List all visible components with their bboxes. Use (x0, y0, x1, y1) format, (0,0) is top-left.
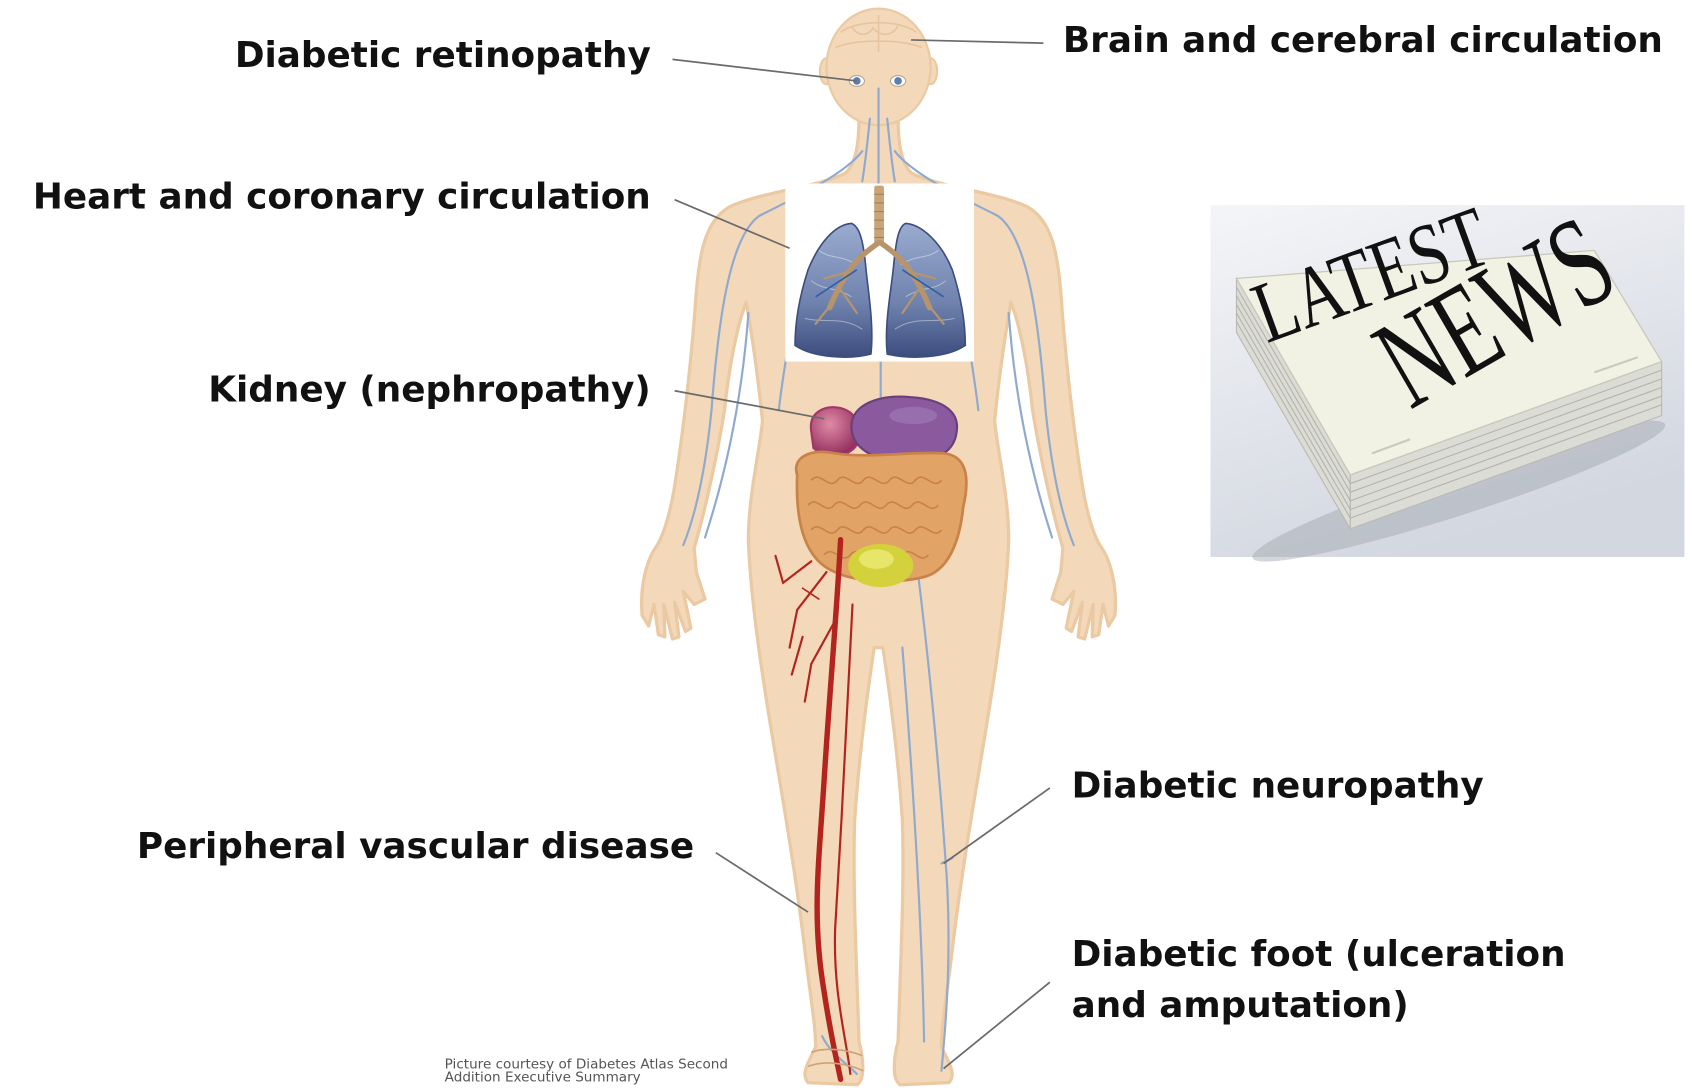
stomach-highlight (889, 407, 937, 424)
leader-line-brain (911, 40, 1043, 43)
image-credit-line2: Addition Executive Summary (445, 1070, 641, 1086)
label-diabetic-neuropathy: Diabetic neuropathy (1072, 766, 1484, 807)
newspaper-stack-image: LATEST NEWS (1210, 188, 1684, 580)
label-peripheral-vascular-disease: Peripheral vascular disease (137, 826, 694, 867)
label-kidney-nephropathy: Kidney (nephropathy) (208, 370, 650, 411)
label-diabetic-foot-line1: Diabetic foot (ulceration (1072, 934, 1566, 975)
label-brain-cerebral-circulation: Brain and cerebral circulation (1063, 20, 1663, 61)
bladder-highlight (859, 549, 894, 568)
leader-line-foot (944, 982, 1050, 1068)
label-diabetic-retinopathy: Diabetic retinopathy (235, 35, 651, 76)
right-iris (894, 77, 902, 85)
lungs-image (785, 183, 974, 361)
label-heart-coronary-circulation: Heart and coronary circulation (33, 176, 651, 217)
label-diabetic-foot-line2: and amputation) (1072, 985, 1409, 1026)
human-body-figure (642, 9, 1116, 1085)
